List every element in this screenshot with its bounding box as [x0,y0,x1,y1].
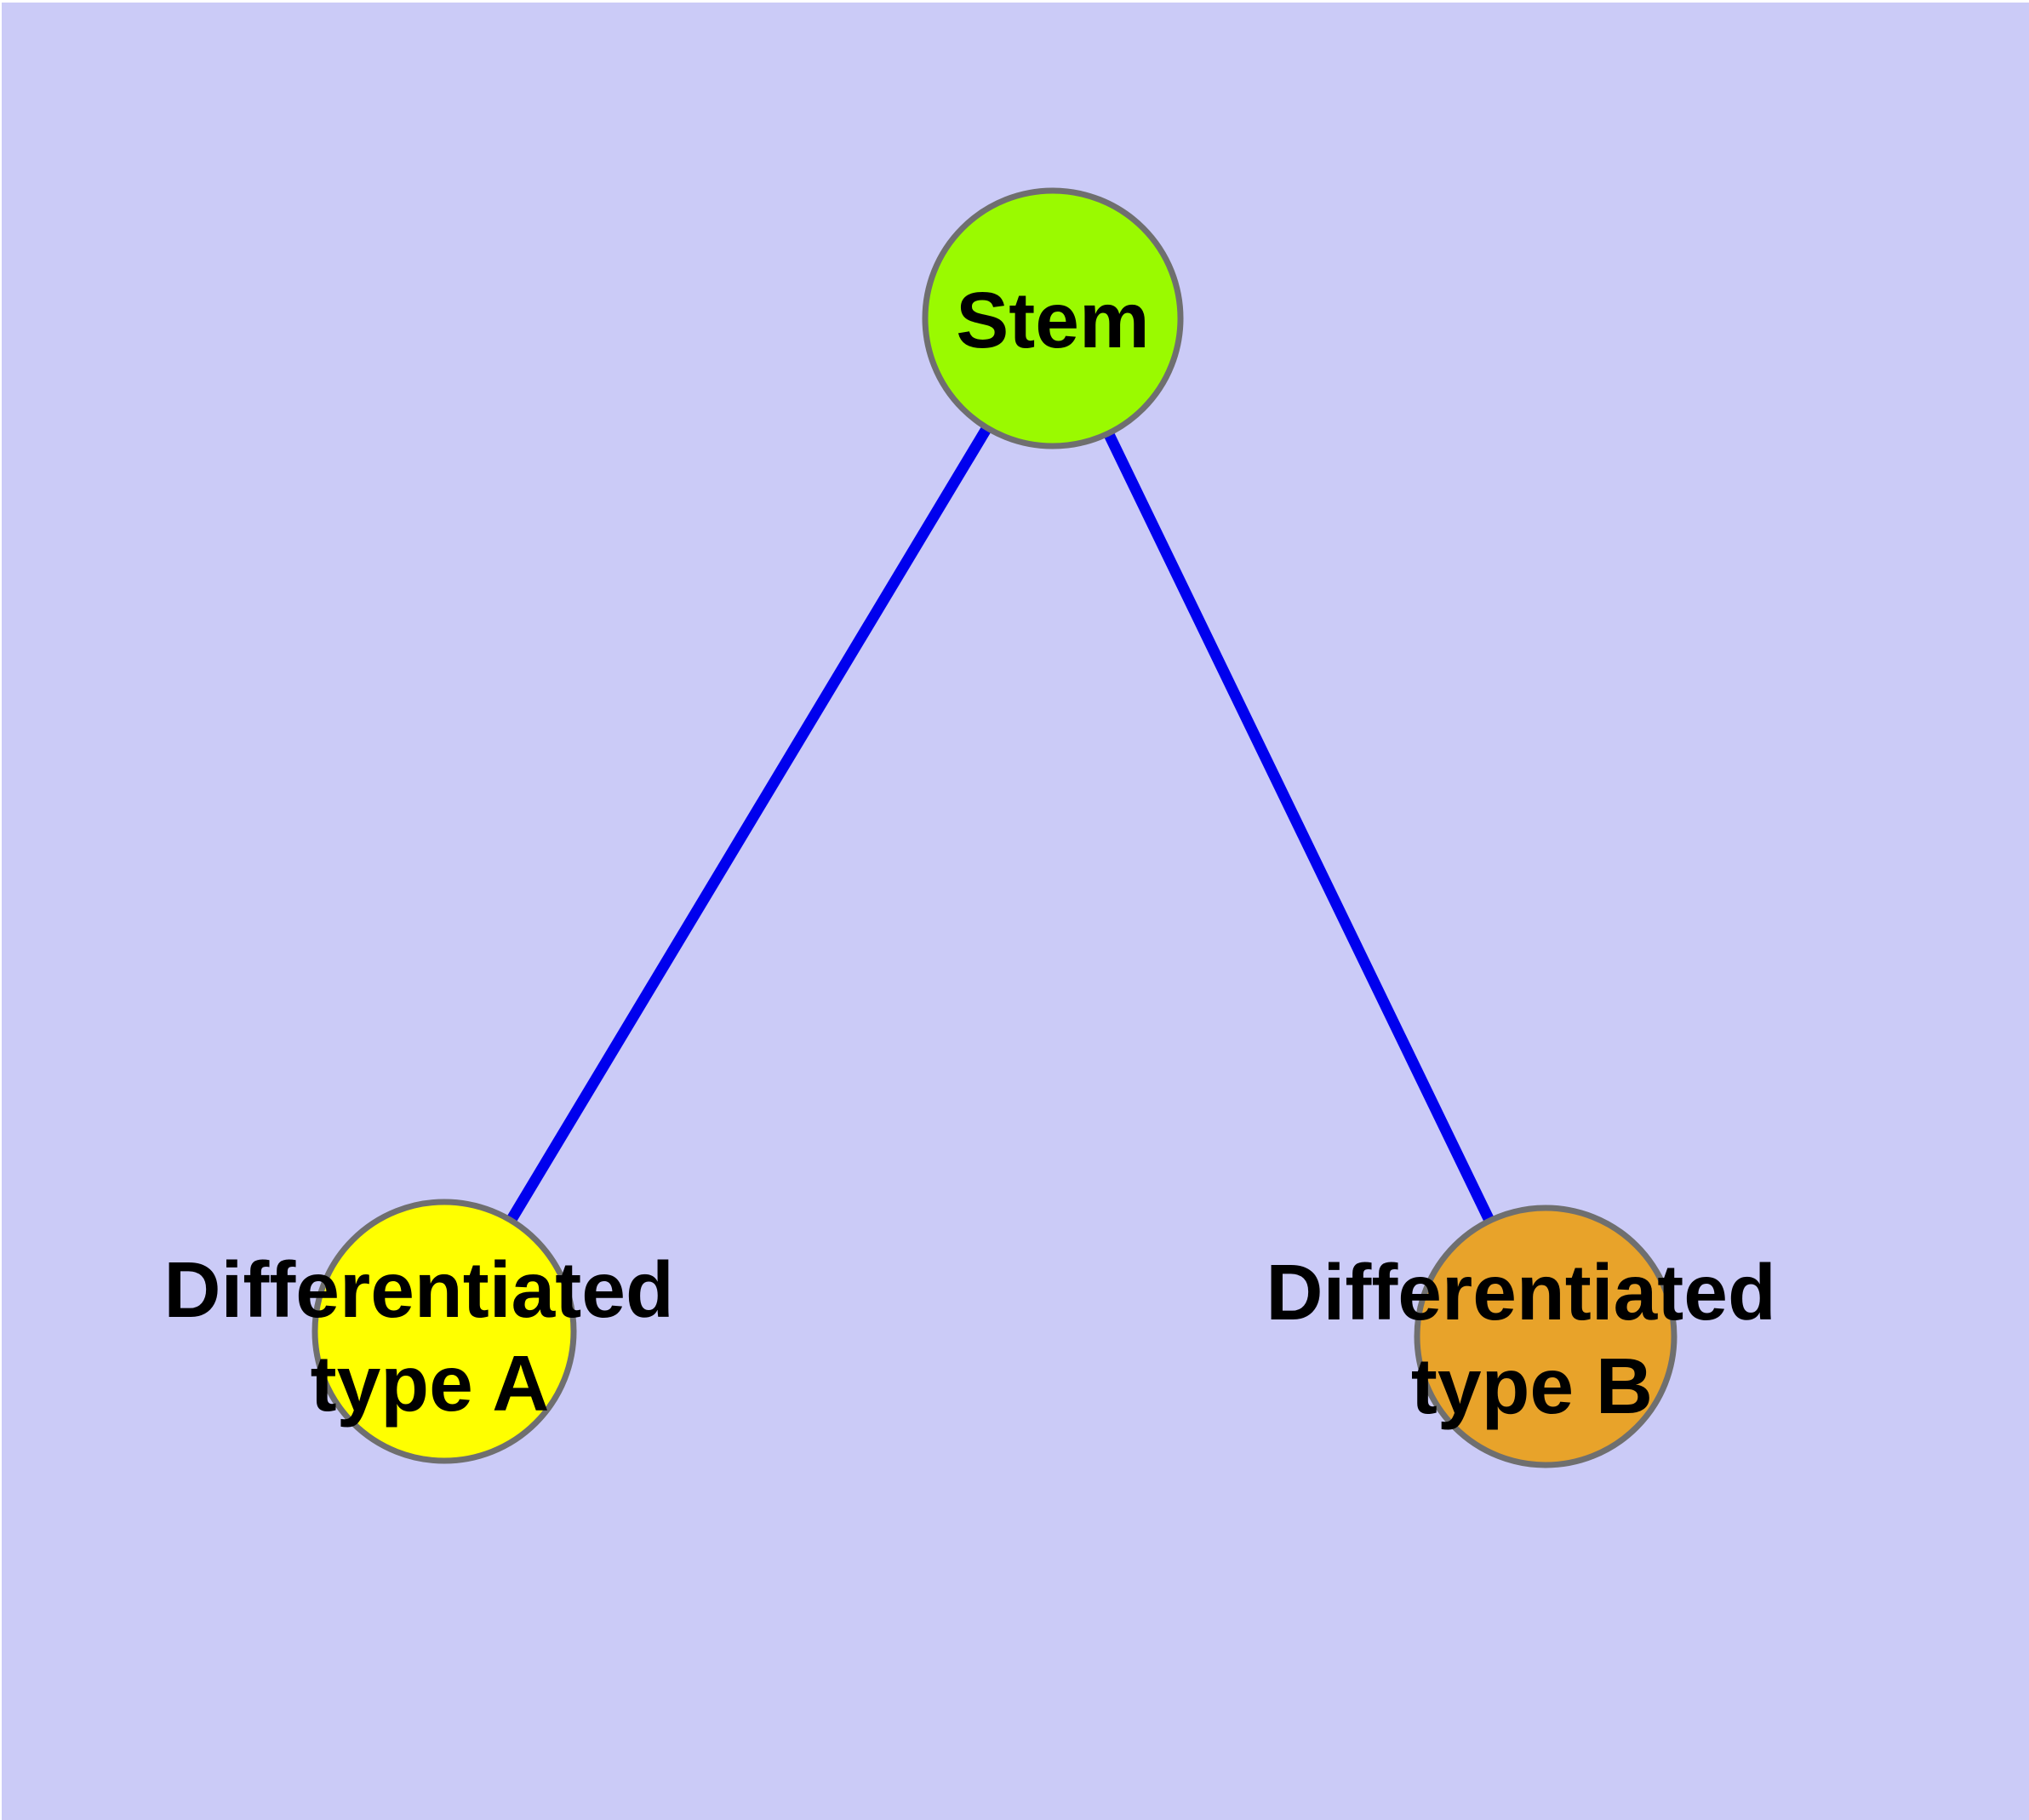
node-differentiated-type-a: Differentiated type A [163,1199,695,1464]
node-type-a-circle [311,1199,577,1464]
node-type-b-label-line-1: Differentiated [1266,1248,1775,1336]
node-type-b-label: Differentiated type B [1266,1248,1798,1430]
node-type-b-circle [1414,1205,1677,1468]
edges [439,315,1551,1339]
edge-stem-to-type-b [1048,316,1551,1339]
node-type-a-label: Differentiated type A [163,1245,695,1428]
node-stem-label: Stem [956,276,1149,364]
node-type-a-label-line-2: type A [311,1339,550,1428]
node-differentiated-type-b: Differentiated type B [1266,1205,1798,1468]
node-stem-circle [922,187,1184,449]
node-type-a-label-line-1: Differentiated [163,1245,673,1334]
edge-stem-to-type-a [439,315,1058,1335]
node-type-b-label-line-2: type B [1411,1342,1653,1430]
node-stem: Stem [922,187,1184,449]
